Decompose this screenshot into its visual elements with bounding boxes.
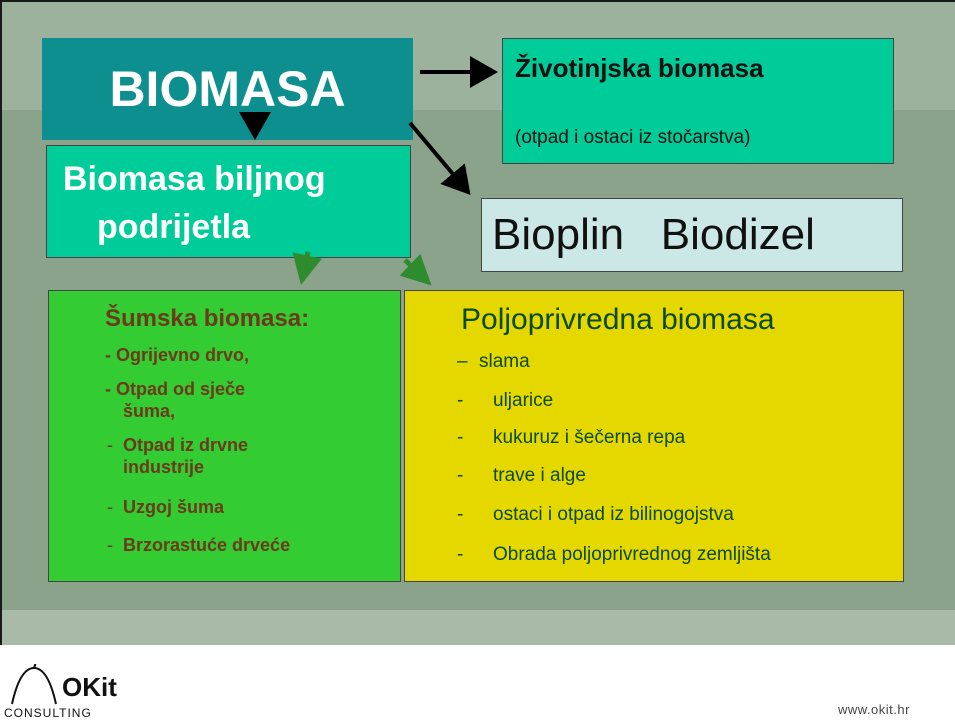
- poljoprivredna-item: slama: [479, 351, 530, 372]
- biljnog-podrijetla-box: Biomasa biljnog podrijetla: [46, 145, 411, 258]
- logo-subtitle: CONSULTING: [4, 706, 92, 720]
- poljoprivredna-dash: -: [457, 465, 464, 486]
- zivotinjska-biomasa-box: Životinjska biomasa (otpad i ostaci iz s…: [502, 38, 894, 164]
- poljoprivredna-dash: -: [457, 544, 464, 565]
- sumska-biomasa-box: Šumska biomasa: - Ogrijevno drvo, - Otpa…: [48, 290, 401, 582]
- poljoprivredna-item: kukuruz i šečerna repa: [493, 427, 686, 448]
- sumska-title: Šumska biomasa:: [105, 305, 310, 332]
- sumska-item: industrije: [123, 457, 205, 477]
- zivotinjska-subtitle: (otpad i ostaci iz stočarstva): [515, 127, 751, 148]
- logo-name: OKit: [62, 672, 117, 702]
- zivotinjska-title: Životinjska biomasa: [515, 53, 764, 83]
- poljoprivredna-title: Poljoprivredna biomasa: [461, 303, 775, 336]
- biljnog-title-line-1: Biomasa biljnog: [63, 160, 326, 198]
- arrow-to-bioplin: [408, 121, 471, 196]
- bioplin-biodizel-box: Bioplin Biodizel: [481, 198, 903, 272]
- biomasa-box: BIOMASA: [42, 38, 413, 140]
- poljoprivredna-dash: -: [457, 427, 464, 448]
- poljoprivredna-item: ostaci i otpad iz bilinogojstva: [493, 504, 734, 525]
- poljoprivredna-item: Obrada poljoprivrednog zemljišta: [493, 544, 771, 565]
- poljoprivredna-biomasa-box: Poljoprivredna biomasa – slama - uljaric…: [404, 290, 904, 582]
- bioplin-biodizel-label: Bioplin Biodizel: [492, 210, 815, 259]
- sumska-dash: -: [107, 497, 113, 517]
- poljoprivredna-item: uljarice: [493, 390, 554, 411]
- sumska-dash: -: [107, 435, 113, 455]
- poljoprivredna-dash: –: [457, 351, 468, 372]
- biljnog-title-line-2: podrijetla: [97, 208, 251, 246]
- sumska-item: - Otpad od sječe: [105, 379, 246, 399]
- footer: [0, 645, 955, 722]
- sumska-item: šuma,: [123, 401, 176, 421]
- poljoprivredna-dash: -: [457, 390, 464, 411]
- logo-arch-icon: [11, 664, 57, 705]
- sumska-dash: -: [107, 535, 113, 555]
- arrow-to-sumska: [292, 251, 322, 285]
- background-band-bottom: [2, 610, 955, 647]
- footer-url[interactable]: www.okit.hr: [838, 702, 910, 717]
- sumska-item: Brzorastuće drveće: [123, 535, 291, 555]
- sumska-item: - Ogrijevno drvo,: [105, 345, 250, 365]
- biomasa-label: BIOMASA: [109, 61, 346, 117]
- poljoprivredna-dash: -: [457, 504, 464, 525]
- sumska-item: Otpad iz drvne: [123, 435, 249, 455]
- sumska-item: Uzgoj šuma: [123, 497, 225, 517]
- poljoprivredna-item: trave i alge: [493, 465, 586, 486]
- arrow-to-poljoprivredna: [399, 253, 432, 286]
